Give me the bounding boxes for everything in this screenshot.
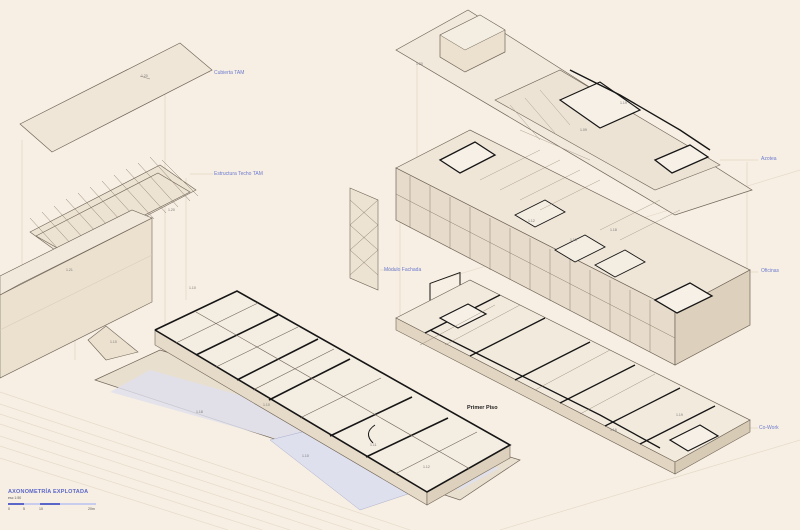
- level-tag: 1.10: [302, 454, 309, 458]
- scale-bar-segment: [24, 503, 40, 505]
- scale-bar-segment: [8, 503, 24, 505]
- scale-bar: 0 5 10 20m: [8, 503, 98, 513]
- level-tag: 1.20: [416, 62, 423, 66]
- label-cubierta: Cubierta TAM: [214, 70, 245, 76]
- azotea-level: [395, 9, 753, 216]
- label-primer-piso: Primer Piso: [467, 405, 498, 411]
- drawing-legend: AXONOMETRÍA EXPLOTADA esc 1:50 0 5 10 20…: [8, 489, 98, 513]
- scale-bar-segment: [40, 503, 60, 505]
- label-estructura: Estructura Techo TAM: [214, 171, 263, 177]
- label-modulo-fachada: Módulo Fachada: [384, 267, 422, 273]
- scale-tick: 5: [23, 507, 25, 511]
- scale-tick: 10: [39, 507, 43, 511]
- cowork-level: [395, 279, 751, 475]
- label-cowork: Co-Work: [759, 425, 779, 431]
- primer-piso-plan: [154, 271, 512, 506]
- level-tag: 1.18: [610, 228, 617, 232]
- scale-tick: 0: [8, 507, 10, 511]
- cubierta-roof-plate: [19, 42, 213, 153]
- level-tag: 1.12: [528, 219, 535, 223]
- level-tag: 1.12: [423, 465, 430, 469]
- legend-scale: esc 1:50: [8, 496, 22, 500]
- label-oficinas: Oficinas: [761, 268, 780, 274]
- scale-bar-segment: [60, 503, 96, 505]
- level-tag: 1.10: [110, 340, 117, 344]
- oficinas-level: [395, 129, 751, 366]
- level-tag: 1.21: [66, 268, 73, 272]
- level-tag: 1.09: [580, 128, 587, 132]
- legend-title: AXONOMETRÍA EXPLOTADA: [8, 489, 89, 495]
- level-tag: 1.10: [189, 286, 196, 290]
- label-azotea: Azotea: [761, 156, 777, 162]
- level-tag: 1.10: [263, 403, 270, 407]
- level-tag: 1.19: [676, 413, 683, 417]
- facade-module-panel: [349, 187, 379, 291]
- access-ramp: [87, 325, 139, 361]
- level-tag: 1.11: [370, 443, 377, 447]
- scale-tick: 20m: [88, 507, 95, 511]
- level-tag: 1.20: [168, 208, 175, 212]
- level-tag: 1.13: [570, 238, 577, 242]
- left-massing-block: [0, 209, 153, 379]
- level-tag: 1.16: [610, 428, 617, 432]
- level-tag: 1.18: [196, 410, 203, 414]
- level-tag: 1.19: [620, 101, 627, 105]
- level-tag: 1.20: [141, 74, 148, 78]
